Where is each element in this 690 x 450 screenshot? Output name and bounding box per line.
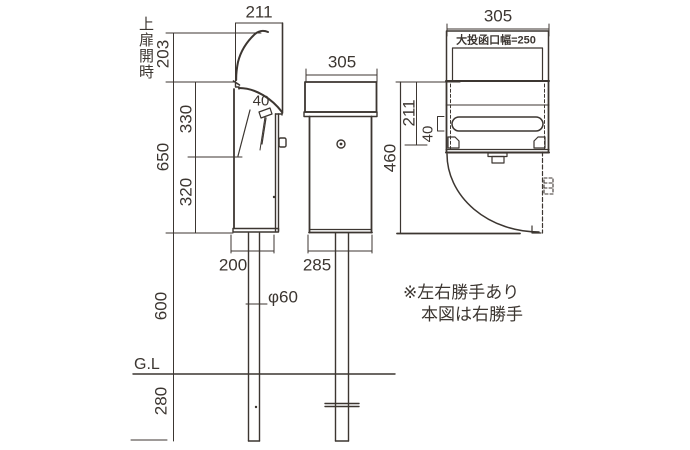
dim-650: 650 xyxy=(153,142,173,172)
dim-280: 280 xyxy=(151,386,171,416)
open-view-top-flap xyxy=(445,23,550,81)
open-view-door-swing xyxy=(446,151,554,234)
dim-330: 330 xyxy=(176,104,196,134)
open-view-body xyxy=(445,80,550,164)
open-view-dimensions xyxy=(395,81,521,235)
dim-211-side: 211 xyxy=(245,2,273,22)
dim-600: 600 xyxy=(151,291,171,321)
dim-40-side: 40 xyxy=(252,92,270,110)
pole-diameter-label: φ60 xyxy=(268,287,298,307)
side-view-outline xyxy=(232,22,284,233)
dim-203: 203 xyxy=(153,39,173,69)
dim-211-open: 211 xyxy=(399,99,419,127)
note-line-1: ※左右勝手あり xyxy=(403,283,520,302)
top-door-open-label: 上扉開時 xyxy=(137,16,154,80)
dim-320: 320 xyxy=(176,177,196,207)
dim-460: 460 xyxy=(380,143,400,173)
side-view-interior-chute xyxy=(237,107,273,157)
ground-line-label: G.L xyxy=(134,356,160,373)
dim-40-open: 40 xyxy=(419,125,437,143)
dim-305-front: 305 xyxy=(327,52,357,72)
front-view-outline xyxy=(303,68,378,254)
dim-305-open: 305 xyxy=(483,6,513,26)
dim-200: 200 xyxy=(218,255,248,275)
slot-width-label: 大投函口幅=250 xyxy=(456,34,536,47)
note-line-2: 本図は右勝手 xyxy=(421,305,523,324)
side-view-knob xyxy=(272,137,287,199)
dim-285: 285 xyxy=(302,255,332,275)
front-view-pole xyxy=(324,232,360,442)
side-view-dimensions xyxy=(130,32,275,442)
side-view-pole xyxy=(245,232,268,442)
